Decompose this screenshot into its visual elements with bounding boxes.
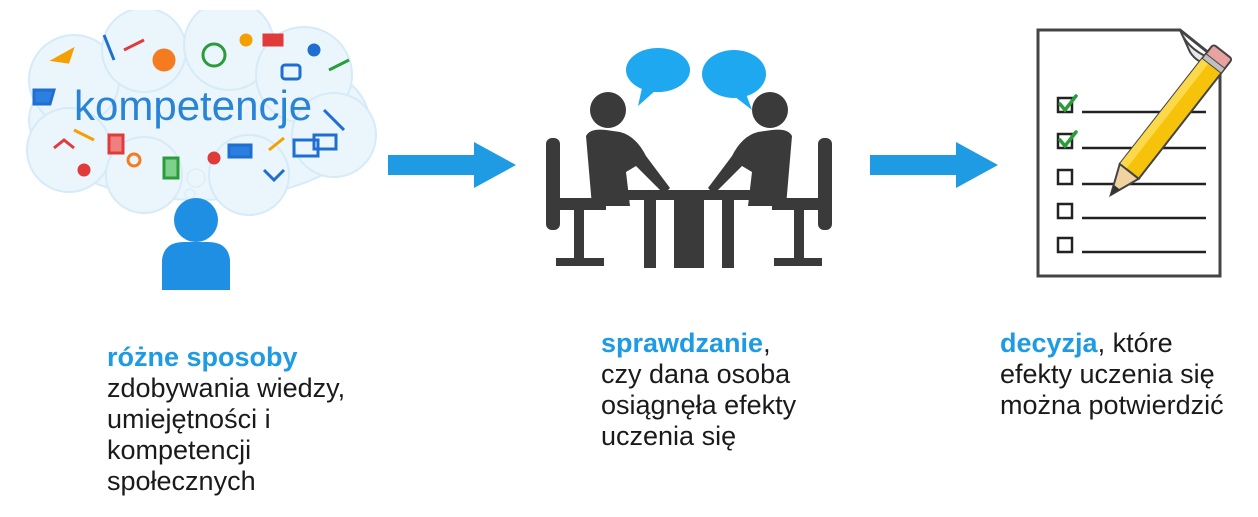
step-title-suffix: , które <box>1097 328 1173 358</box>
step-title: różne sposoby <box>107 342 298 372</box>
caption-line: zdobywania wiedzy, <box>107 373 346 403</box>
step-title: sprawdzanie <box>601 328 764 358</box>
caption-line: społecznych <box>107 466 256 496</box>
meeting-conversation-icon <box>546 48 832 268</box>
caption-line: kompetencji <box>107 435 252 465</box>
checklist-pencil-icon <box>1030 22 1250 284</box>
caption-line: czy dana osoba <box>601 359 791 389</box>
caption-line: osiągnęła efekty <box>601 390 797 420</box>
caption-line: efekty uczenia się <box>1000 359 1215 389</box>
caption-line: uczenia się <box>601 421 737 451</box>
cloud-word: kompetencje <box>74 82 312 129</box>
step-title: decyzja <box>1000 328 1098 358</box>
arrow-right-icon <box>388 142 516 188</box>
step-title-suffix: , <box>763 328 771 358</box>
caption-line: można potwierdzić <box>1000 390 1224 420</box>
step-caption-3: decyzja, które efekty uczenia się można … <box>1000 328 1224 421</box>
learning-head-cloud-icon: kompetencje <box>14 0 382 290</box>
caption-line: umiejętności i <box>107 404 271 434</box>
step-caption-2: sprawdzanie, czy dana osoba osiągnęła ef… <box>601 328 796 452</box>
step-caption-1: różne sposoby zdobywania wiedzy, umiejęt… <box>107 342 345 497</box>
arrow-right-icon <box>870 142 998 188</box>
